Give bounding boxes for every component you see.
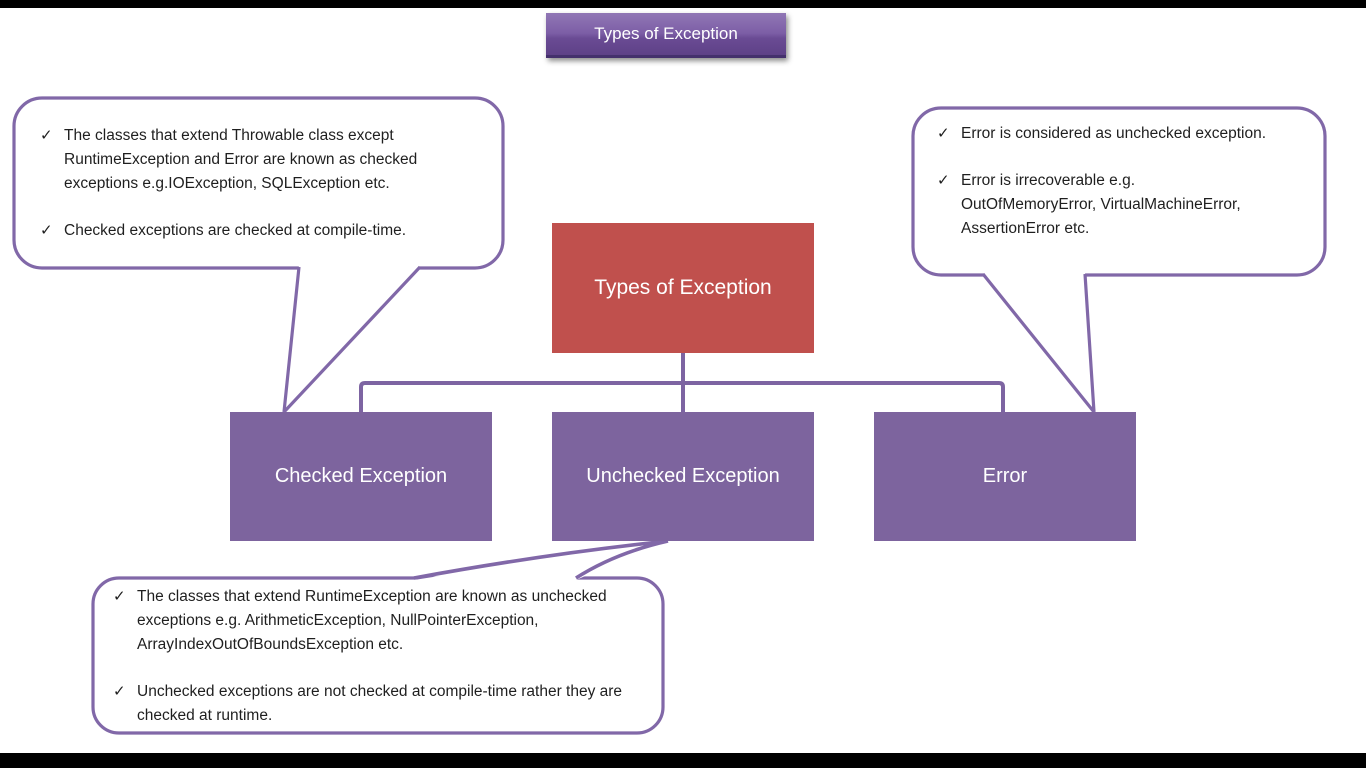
root-box-label: Types of Exception xyxy=(594,276,772,299)
callout-item-text: Unchecked exceptions are not checked at … xyxy=(137,683,623,724)
callout-item-text: Error is irrecoverable e.g. OutOfMemoryE… xyxy=(961,172,1241,237)
tree-connectors xyxy=(359,352,1005,412)
unchecked-exception-box: Unchecked Exception xyxy=(552,412,814,541)
error-box: Error xyxy=(874,412,1136,541)
error-label: Error xyxy=(982,465,1028,487)
checked-callout: ✓ The classes that extend Throwable clas… xyxy=(40,124,478,243)
callout-item-text: Checked exceptions are checked at compil… xyxy=(64,222,407,239)
checkmark-icon: ✓ xyxy=(937,172,950,189)
letterbox-bottom xyxy=(0,753,1366,768)
checked-callout-bubble xyxy=(12,96,505,414)
error-callout: ✓ Error is considered as unchecked excep… xyxy=(937,122,1267,241)
checked-exception-label: Checked Exception xyxy=(274,465,448,487)
callout-item-text: The classes that extend Throwable class … xyxy=(64,127,418,192)
checkmark-icon: ✓ xyxy=(40,222,53,239)
title-banner-label: Types of Exception xyxy=(594,24,738,43)
list-item: ✓ The classes that extend RuntimeExcepti… xyxy=(113,585,637,657)
title-banner: Types of Exception xyxy=(546,13,786,58)
list-item: ✓ The classes that extend Throwable clas… xyxy=(40,124,478,196)
unchecked-callout-bubble xyxy=(91,539,669,735)
checkmark-icon: ✓ xyxy=(40,127,53,144)
callout-item-text: The classes that extend RuntimeException… xyxy=(137,588,607,653)
list-item: ✓ Unchecked exceptions are not checked a… xyxy=(113,680,637,728)
list-item: ✓ Error is irrecoverable e.g. OutOfMemor… xyxy=(937,169,1267,241)
list-item: ✓ Error is considered as unchecked excep… xyxy=(937,122,1267,146)
unchecked-callout: ✓ The classes that extend RuntimeExcepti… xyxy=(113,585,637,728)
letterbox-top xyxy=(0,0,1366,8)
callout-item-text: Error is considered as unchecked excepti… xyxy=(961,125,1266,142)
checkmark-icon: ✓ xyxy=(113,588,126,605)
connector-bus xyxy=(359,381,1005,412)
list-item: ✓ Checked exceptions are checked at comp… xyxy=(40,219,478,243)
error-callout-bubble xyxy=(911,106,1327,414)
unchecked-exception-label: Unchecked Exception xyxy=(586,465,780,487)
checkmark-icon: ✓ xyxy=(937,125,950,142)
checked-exception-box: Checked Exception xyxy=(230,412,492,541)
root-box: Types of Exception xyxy=(552,223,814,353)
checkmark-icon: ✓ xyxy=(113,683,126,700)
